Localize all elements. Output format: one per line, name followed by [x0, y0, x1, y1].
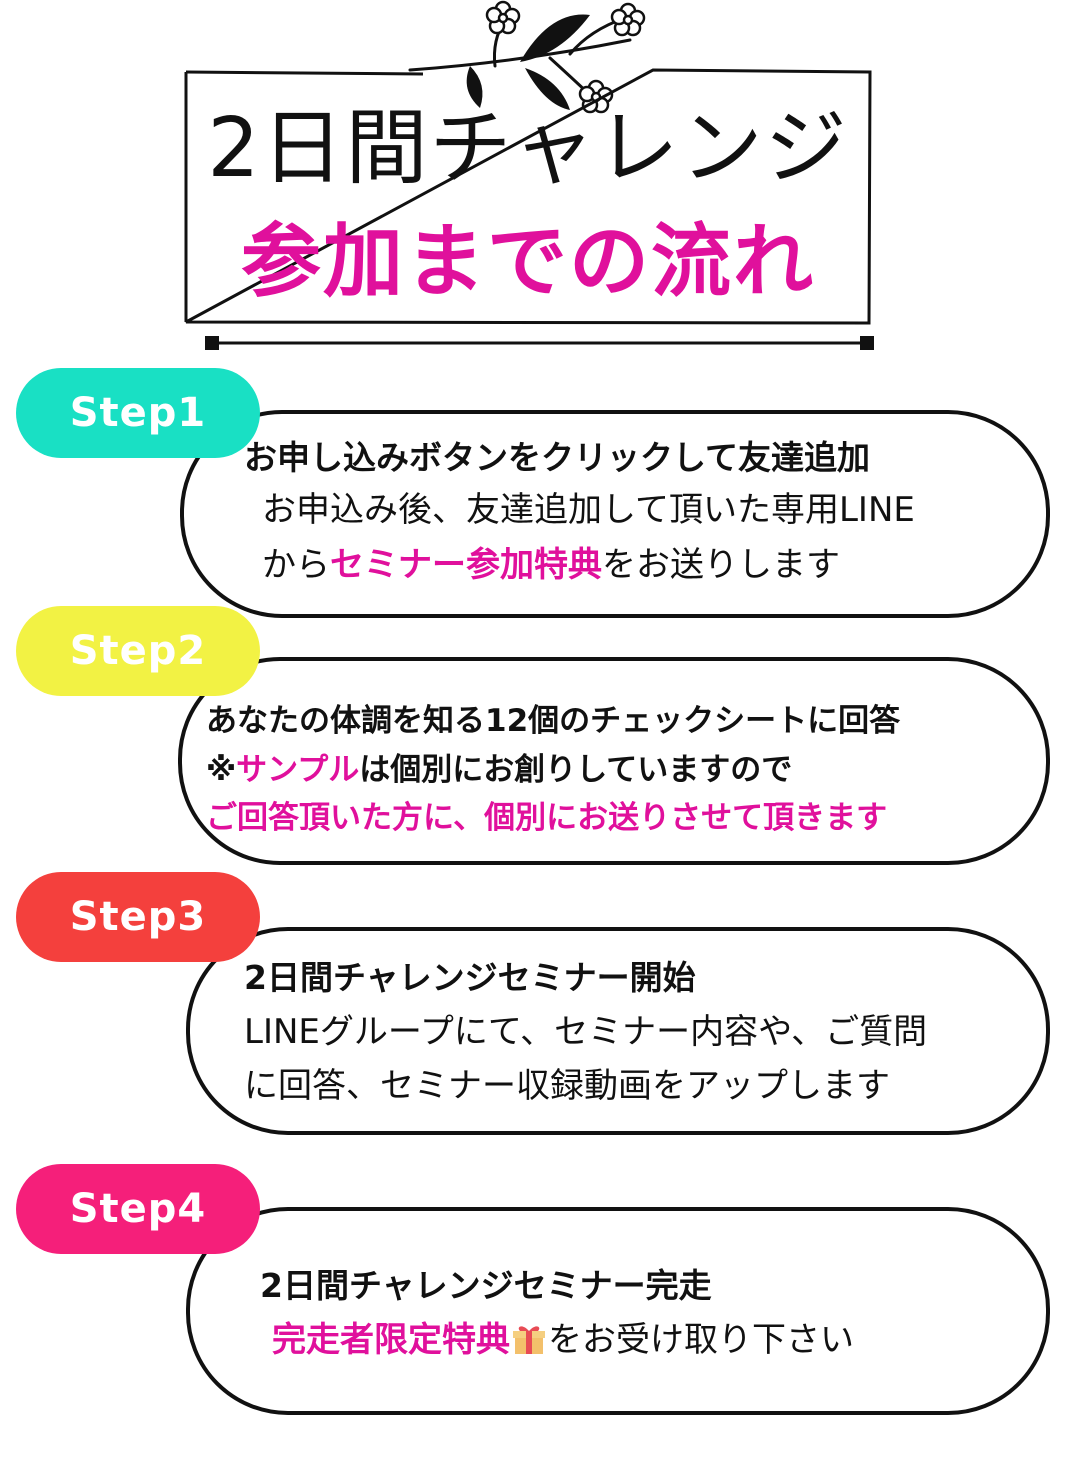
step3-badge: Step3 [16, 872, 260, 962]
step1-line1: お申込み後、友達追加して頂いた専用LINE [262, 490, 915, 530]
gift-icon [512, 1323, 546, 1355]
step4-badge: Step4 [16, 1164, 260, 1254]
step2-line1-post: は個別にお創りしていますので [359, 752, 793, 788]
title-frame [184, 68, 872, 325]
step2-highlight: サンプル [236, 752, 360, 788]
step3-line1: LINEグループにて、セミナー内容や、ご質問 [244, 1012, 928, 1052]
step1-heading: お申し込みボタンをクリックして友達追加 [244, 438, 871, 477]
step4-heading: 2日間チャレンジセミナー完走 [260, 1266, 712, 1305]
step4-line1: 完走者限定特典 をお受け取り下さい [272, 1320, 854, 1361]
step2-box [178, 655, 1052, 867]
step2-line2: ご回答頂いた方に、個別にお送りさせて頂きます [206, 800, 888, 836]
step3-box [186, 925, 1052, 1137]
step1-box [180, 408, 1052, 620]
step1-line2-pre: から [262, 545, 330, 585]
step4-box [186, 1205, 1052, 1417]
step3-heading: 2日間チャレンジセミナー開始 [244, 958, 696, 997]
step1-line2: からセミナー参加特典をお送りします [262, 545, 840, 586]
step4-line1-post: をお受け取り下さい [548, 1320, 854, 1360]
step1-line2-post: をお送りします [602, 545, 840, 585]
step2-heading: あなたの体調を知る12個のチェックシートに回答 [206, 703, 901, 739]
step3-line2: に回答、セミナー収録動画をアップします [244, 1066, 890, 1106]
step4-highlight: 完走者限定特典 [272, 1320, 510, 1360]
step2-line1: ※サンプルは個別にお創りしていますので [206, 752, 792, 789]
title-underline [205, 336, 874, 350]
step2-badge: Step2 [16, 606, 260, 696]
step1-highlight: セミナー参加特典 [330, 545, 602, 585]
page-title: 2日間チャレンジ [207, 101, 849, 196]
step2-line1-pre: ※ [206, 752, 237, 788]
flower-branch-icon [408, 0, 646, 114]
page-subtitle: 参加までの流れ [241, 215, 815, 308]
step1-badge: Step1 [16, 368, 260, 458]
